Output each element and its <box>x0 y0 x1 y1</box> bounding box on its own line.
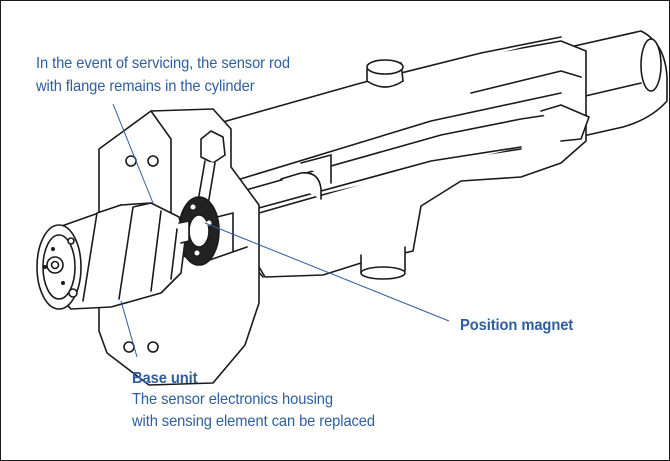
base-unit-callout-title: Base unit <box>132 370 198 387</box>
cylinder-top-plug <box>366 59 404 88</box>
leader-lines <box>112 103 450 358</box>
base-unit-callout-line2: with sensing element can be replaced <box>132 413 375 430</box>
position-magnet <box>178 196 220 266</box>
base-unit-callout-line1: The sensor electronics housing <box>132 391 333 408</box>
sensor-rod-callout-line2: with flange remains in the cylinder <box>36 78 255 95</box>
position-magnet-callout: Position magnet <box>460 317 574 334</box>
cylinder-body <box>170 36 587 278</box>
sensor-rod-callout-line1: In the event of servicing, the sensor ro… <box>36 55 290 72</box>
cylinder-bore-cutaway <box>220 70 590 216</box>
leader-line-position-magnet <box>204 222 450 322</box>
leader-line-sensor-rod <box>112 103 154 204</box>
leader-line-base-unit <box>120 300 138 358</box>
cylinder-foot <box>360 246 406 280</box>
base-unit-housing <box>36 202 186 310</box>
piston-rod-end <box>560 30 668 142</box>
sensor-rod <box>178 220 190 244</box>
